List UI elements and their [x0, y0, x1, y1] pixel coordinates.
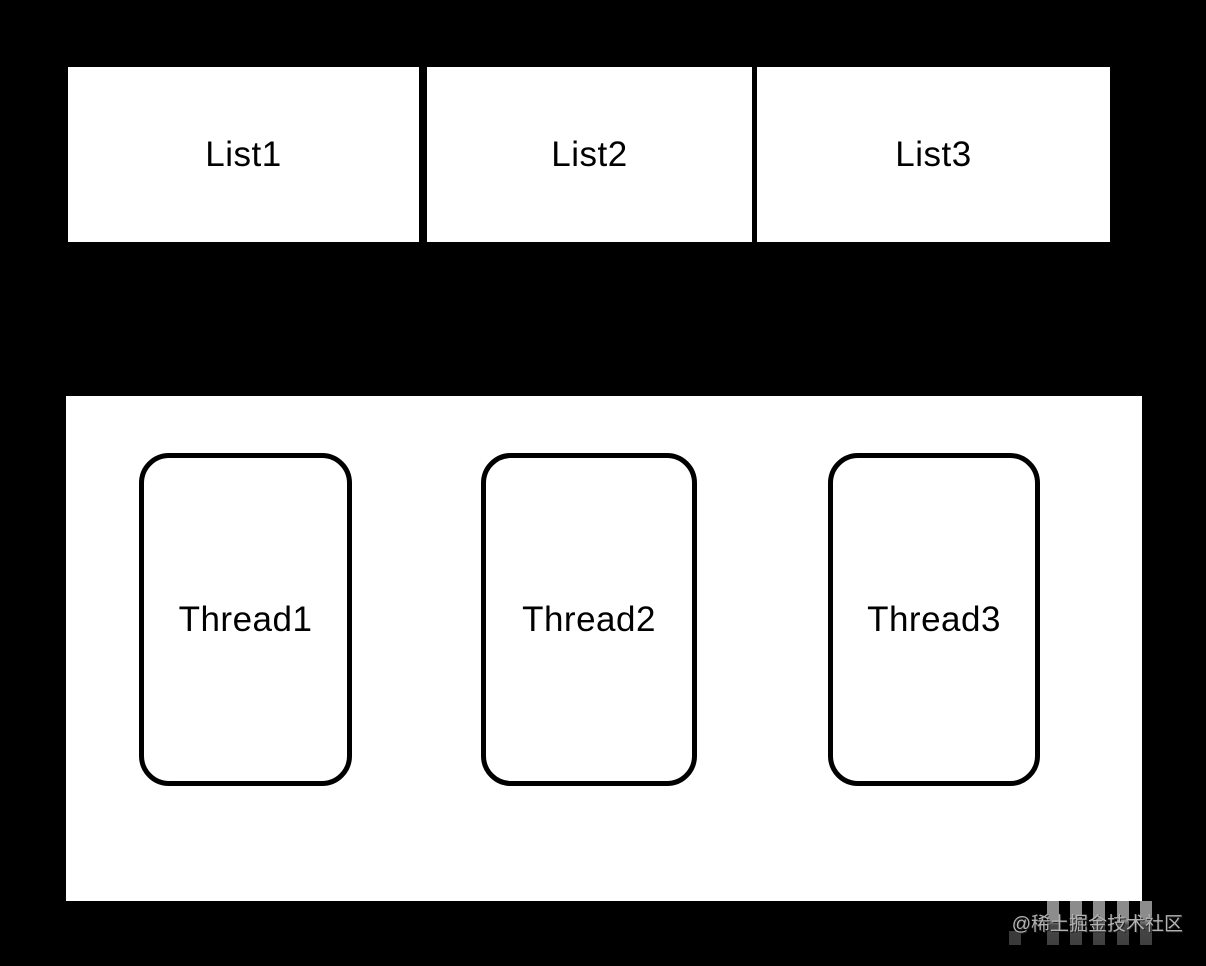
list2-box: List2: [427, 67, 752, 242]
watermark-artifact-bar: [1009, 931, 1021, 945]
thread2-box: Thread2: [481, 453, 697, 786]
thread1-box: Thread1: [139, 453, 352, 786]
thread2-label: Thread2: [522, 599, 656, 639]
list3-box: List3: [757, 67, 1110, 242]
thread3-label: Thread3: [867, 599, 1001, 639]
list2-label: List2: [551, 134, 628, 174]
watermark: @稀土掘金技术社区: [1003, 901, 1183, 949]
watermark-artifact-bar: [1117, 901, 1129, 945]
thread-pool-container: Thread1 Thread2 Thread3: [66, 396, 1142, 901]
list1-box: List1: [68, 67, 419, 242]
watermark-artifact-bar: [1047, 901, 1059, 945]
thread1-label: Thread1: [178, 599, 313, 639]
thread3-box: Thread3: [828, 453, 1040, 786]
list3-label: List3: [895, 134, 972, 174]
watermark-artifact-bar: [1070, 901, 1082, 945]
watermark-text: @稀土掘金技术社区: [1011, 914, 1183, 935]
list1-label: List1: [205, 134, 282, 174]
watermark-artifact-bar: [1140, 901, 1152, 945]
watermark-artifact-bar: [1093, 901, 1105, 945]
